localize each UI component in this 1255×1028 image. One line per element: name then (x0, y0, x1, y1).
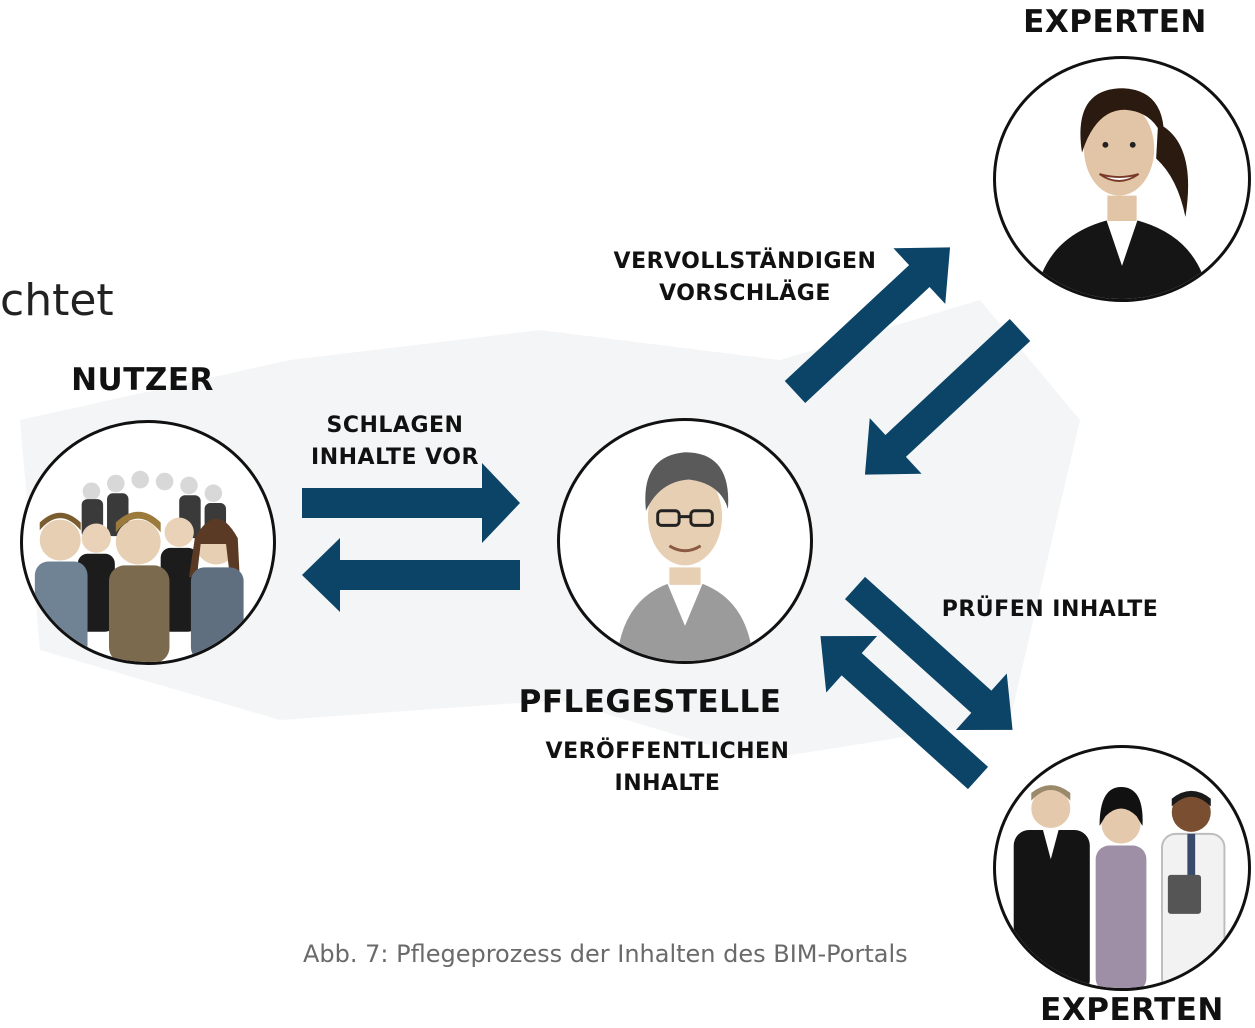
node-title-pflegestelle: PFLEGESTELLE (518, 684, 782, 720)
cut-off-text-fragment: chtet (0, 275, 114, 326)
edge-label-pruefen: PRÜFEN INHALTE (941, 597, 1159, 622)
edge-label-schlagen-line1: SCHLAGEN (326, 413, 464, 438)
edge-label-schlagen: SCHLAGEN INHALTE VOR (300, 410, 490, 474)
edge-label-schlagen-line2: INHALTE VOR (311, 445, 479, 470)
edge-label-veroeffentlichen-line1: VERÖFFENTLICHEN (545, 739, 790, 764)
female-expert-icon (1035, 88, 1209, 299)
arrow-pflegestelle-to-experten-bottom (844, 576, 1013, 730)
edge-label-vervollstaendigen: VERVOLLSTÄNDIGEN VORSCHLÄGE (600, 246, 890, 310)
crowd-of-users-icon (34, 470, 244, 662)
node-circle-pflegestelle (557, 418, 813, 664)
node-circle-experten-top (993, 56, 1251, 302)
edge-label-vervollstaendigen-line2: VORSCHLÄGE (659, 281, 831, 306)
arrow-experten-top-to-pflegestelle (864, 319, 1031, 475)
arrow-nutzer-to-pflegestelle (302, 463, 520, 543)
node-title-nutzer: NUTZER (71, 362, 214, 398)
node-circle-experten-bottom (993, 745, 1251, 991)
node-title-experten-bottom: EXPERTEN (1040, 992, 1224, 1028)
figure-caption: Abb. 7: Pflegeprozess der Inhalten des B… (303, 940, 908, 968)
edge-label-veroeffentlichen: VERÖFFENTLICHEN INHALTE (530, 736, 805, 800)
maintainer-person-icon (616, 452, 754, 661)
arrow-pflegestelle-to-experten-top (784, 247, 951, 403)
edge-label-vervollstaendigen-line1: VERVOLLSTÄNDIGEN (613, 249, 877, 274)
edge-label-veroeffentlichen-line2: INHALTE (614, 771, 721, 796)
arrow-pflegestelle-to-nutzer (302, 538, 520, 612)
node-circle-nutzer (20, 420, 276, 665)
expert-group-icon (1013, 785, 1226, 988)
node-title-experten-top: EXPERTEN (1023, 4, 1207, 40)
arrow-experten-bottom-to-pflegestelle (820, 636, 989, 790)
